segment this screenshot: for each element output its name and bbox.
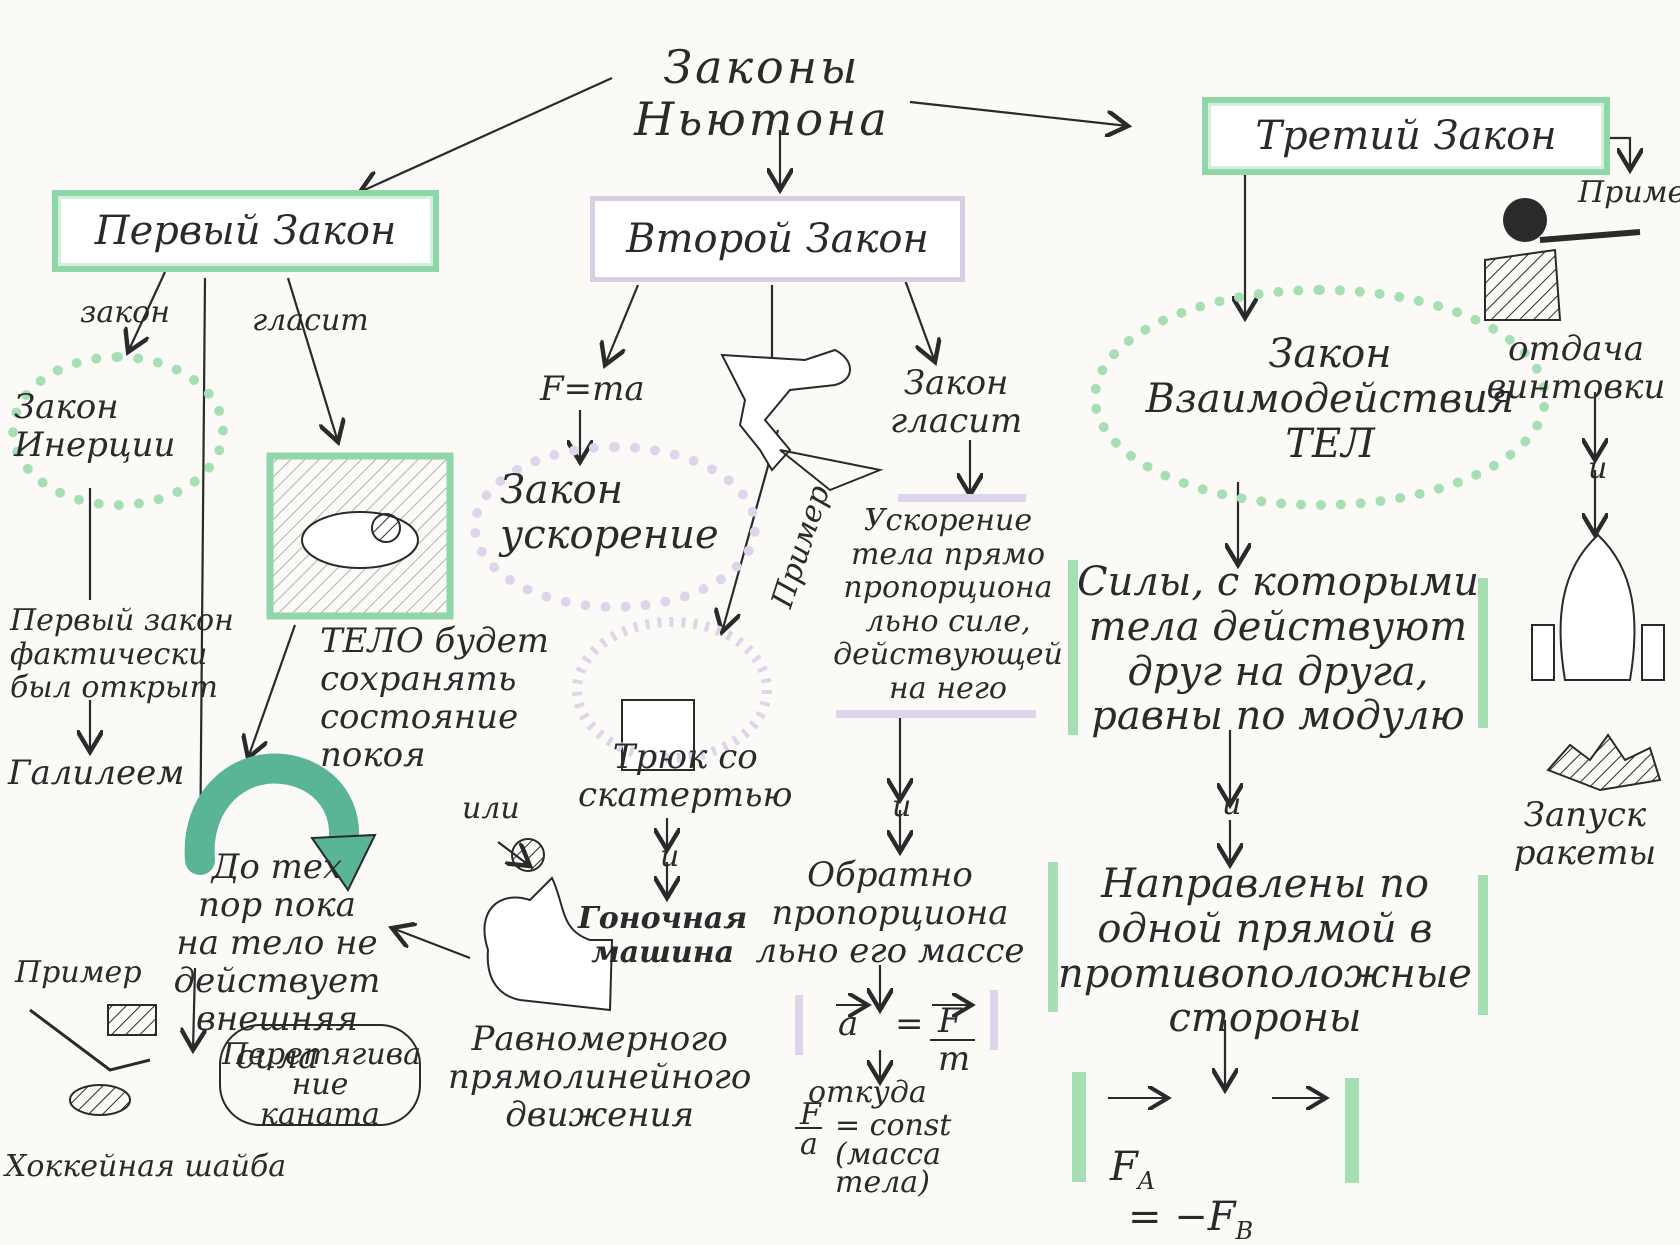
bar-forces-left: [1068, 560, 1078, 735]
bar-formula-right: [1345, 1078, 1359, 1183]
inverse-label: Обратно пропорциона льно его массе: [755, 855, 1025, 972]
bar-statement-top: [898, 494, 1026, 502]
and-label-second-1: и: [660, 839, 680, 874]
rocket-icon: [1559, 533, 1636, 681]
first-law-statement-2: Равномерного прямолинейного движения: [448, 1019, 752, 1136]
frac-F-label: F: [938, 1001, 962, 1041]
second-law-statement: Ускорение тела прямо пропорциона льно си…: [833, 503, 1063, 706]
bar-statement-bottom: [836, 710, 1036, 718]
until-label: До тех пор пока на тело не действует вне…: [173, 847, 381, 1078]
directed-label: Направлены по одной прямой в противополо…: [1058, 861, 1472, 1042]
bar-formula-purple-left: [795, 995, 803, 1055]
const-label: = const (масса тела): [835, 1108, 952, 1200]
race-car-label: Гоночная машина: [578, 901, 748, 970]
const-F-label: F: [800, 1097, 821, 1132]
launch-label: Запуск ракеты: [1513, 795, 1657, 874]
bar-formula-purple-right: [990, 990, 998, 1050]
and-label-second-2: и: [892, 789, 912, 824]
first-law-edge-law: закон: [80, 295, 170, 330]
arrow-first-says: [286, 277, 338, 442]
rocket-booster-left: [1531, 624, 1555, 681]
vec-a-label: a: [838, 1004, 859, 1044]
cloud-interaction: [1090, 285, 1550, 510]
first-law-discovered: Первый закон фактически был открыт: [10, 603, 234, 706]
shooter-body-icon: [1484, 248, 1562, 321]
second-law-edge-says: Закон гласит: [890, 363, 1023, 442]
arrow-left-line: [193, 967, 195, 1050]
tug-frame: [219, 1024, 421, 1126]
eq-label: =: [895, 1004, 924, 1044]
hockey-stick-icon: [29, 1008, 151, 1072]
bar-directed-right: [1478, 875, 1488, 1015]
galileo-label: Галилеем: [8, 753, 185, 793]
and-label-third-2: и: [1588, 451, 1608, 486]
third-law-example: Пример: [1578, 175, 1680, 210]
interaction-cloud-label: Закон Взаимодействия ТЕЛ: [1145, 331, 1515, 467]
and-label-third-1: и: [1222, 787, 1242, 822]
acceleration-cloud-label: Закон ускорение: [500, 467, 719, 558]
fist-icon: [301, 511, 419, 569]
frac-m-label: m: [938, 1039, 971, 1079]
arrow-second-formula: [605, 284, 640, 365]
second-law-formula: F=ma: [540, 369, 645, 409]
formula-mid: = −F: [1128, 1193, 1236, 1240]
bar-forces-right: [1478, 578, 1488, 728]
arrow-first-law: [128, 271, 166, 352]
arrow-title-third: [909, 100, 1128, 126]
forces-label: Силы, с которыми тела действуют друг на …: [1076, 559, 1480, 740]
arrow-first-box-down: [248, 624, 297, 758]
cloud-acceleration: [470, 442, 760, 612]
rocket-booster-right: [1641, 624, 1665, 681]
rifle-icon: [1539, 229, 1641, 243]
skater-flag-icon: [779, 449, 884, 492]
shooter-head-icon: [1503, 198, 1547, 242]
const-a-label: a: [800, 1127, 818, 1162]
inertia-cloud-label: Закон Инерции: [14, 387, 176, 466]
arrow-second-says: [903, 279, 935, 362]
first-law-example: Пример: [15, 955, 142, 990]
first-law-box: Первый Закон: [52, 190, 439, 272]
formula-sub-b: B: [1235, 1216, 1254, 1245]
hockey-puck-icon: [69, 1084, 131, 1116]
curved-green-arrow: [184, 753, 360, 875]
third-law-box: Третий Закон: [1202, 97, 1610, 175]
thumb-head-icon: [511, 838, 545, 872]
curved-green-arrow-head: [310, 833, 377, 892]
arrow-to-until: [392, 928, 471, 960]
thumbs-up-icon: [483, 876, 614, 1012]
tablecloth-box-icon: [621, 699, 695, 771]
arrow-title-first: [360, 76, 613, 192]
trick-label: Трюк со скатертью: [578, 737, 793, 816]
skater-icon: [720, 348, 851, 472]
hockey-label: Хоккейная шайба: [5, 1149, 287, 1184]
formula-left: F: [1110, 1143, 1138, 1190]
first-law-statement-1: ТЕЛО будет сохранять состояние покоя: [320, 621, 549, 776]
or-label: или: [462, 791, 520, 826]
hockey-goal-icon: [107, 1004, 157, 1036]
recoil-label: отдача винтовки: [1486, 329, 1666, 408]
bar-directed-left: [1048, 862, 1058, 1012]
tug-label: Перетягива ние каната: [222, 1037, 422, 1132]
bar-formula-left: [1072, 1072, 1086, 1182]
first-law-edge-says: гласит: [252, 303, 369, 338]
whence-label: откуда: [808, 1075, 927, 1110]
second-law-box: Второй Закон: [590, 196, 965, 282]
ball-icon: [371, 513, 401, 543]
cloud-inertia: [8, 352, 228, 510]
formula-sub-a: A: [1137, 1166, 1156, 1195]
formula-FA: FA = −FB: [1110, 1100, 1253, 1245]
tablecloth-cloud: [572, 617, 772, 763]
rocket-fire-icon: [1546, 733, 1662, 792]
line-first-down: [198, 277, 207, 869]
diagram-title: Законы Ньютона: [634, 40, 890, 146]
